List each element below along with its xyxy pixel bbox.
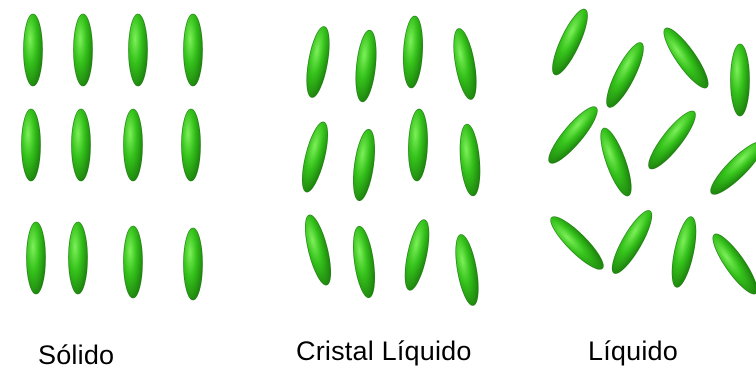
molecule-ellipse (124, 226, 143, 298)
liquid-crystal-label: Cristal Líquido (296, 336, 472, 367)
molecule-ellipse (72, 109, 91, 181)
molecule-ellipse (545, 211, 609, 275)
molecule-ellipse (74, 14, 93, 86)
molecule-ellipse (69, 222, 88, 294)
molecule-ellipse (350, 225, 379, 299)
molecule-ellipse (22, 109, 41, 181)
molecule-ellipse (731, 44, 750, 116)
molecule-ellipse (182, 109, 201, 181)
solid-label: Sólido (38, 340, 114, 371)
molecule-ellipse (457, 123, 482, 196)
molecule-ellipse (297, 120, 333, 194)
molecule-ellipse (300, 213, 336, 287)
molecule-ellipse (606, 206, 658, 278)
liquid-crystal-phase-group (297, 16, 483, 308)
molecule-ellipse (27, 222, 46, 294)
molecule-ellipse (350, 128, 379, 202)
solid-phase-group (22, 14, 203, 300)
molecule-ellipse (705, 136, 756, 200)
molecule-ellipse (546, 5, 594, 78)
molecule-ellipse (658, 23, 715, 93)
molecule-ellipse (184, 228, 203, 300)
molecule-ellipse (24, 14, 43, 86)
molecule-ellipse (129, 14, 148, 86)
molecule-ellipse (124, 109, 143, 181)
molecule-ellipse (402, 16, 425, 89)
molecule-ellipse (595, 125, 637, 199)
molecule-ellipse (353, 29, 379, 103)
molecule-ellipse (400, 218, 434, 292)
molecule-ellipse (184, 14, 203, 86)
molecule-ellipse (449, 27, 480, 101)
molecule-ellipse (600, 39, 650, 112)
molecule-ellipse (543, 101, 604, 168)
molecule-ellipse (642, 106, 701, 174)
molecule-ellipse (707, 229, 756, 299)
molecule-ellipse (407, 109, 429, 182)
liquid-label: Líquido (588, 336, 678, 367)
molecule-ellipse (667, 215, 701, 289)
molecule-ellipse (451, 233, 482, 307)
liquid-phase-group (543, 5, 756, 299)
molecule-ellipse (302, 25, 333, 99)
